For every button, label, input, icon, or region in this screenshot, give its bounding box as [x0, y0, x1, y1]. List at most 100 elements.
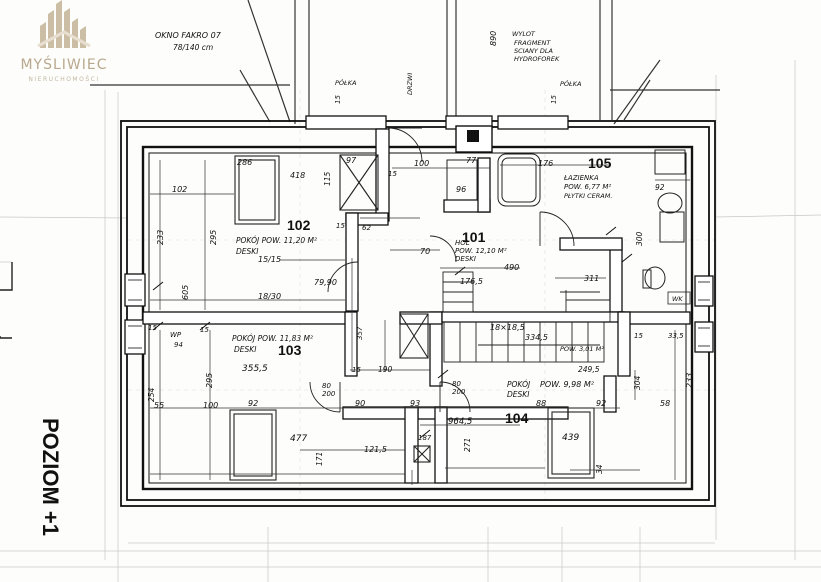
dim-label: 15 — [148, 324, 157, 332]
dim-label: 102 — [172, 185, 187, 194]
dim-label: 171 — [315, 452, 324, 466]
dim-label: 15 — [200, 326, 209, 334]
room-105-floor: PŁYTKI CERAM. — [564, 192, 612, 200]
dim-15-top-b: 15 — [550, 95, 558, 104]
room-103-area: POKÓJ POW. 11,83 M² — [232, 334, 313, 343]
pulka-right: PÓŁKA — [560, 79, 581, 88]
dim-label: 79,90 — [314, 278, 337, 287]
logo-building-icon — [37, 0, 91, 48]
room-105-number: 105 — [588, 155, 612, 171]
dim-label: 18/30 — [258, 292, 281, 301]
dim-label: 100 — [203, 401, 218, 410]
dim-label: 200 — [452, 388, 466, 396]
dim-label: 97 — [346, 156, 357, 165]
interior-walls — [142, 115, 691, 484]
dim-15-top-a: 15 — [334, 95, 342, 104]
chimney-note-4: HYDROFOREK — [514, 55, 560, 63]
room-104-number: 104 — [505, 410, 529, 426]
chimney-note-1: WYLOT — [512, 30, 536, 38]
stairs-step-size: 18×18,5 — [490, 323, 525, 332]
logo-brand-text: MYŚLIWIEC — [20, 57, 108, 73]
dim-label: 964,5 — [448, 417, 472, 427]
dim-label: 55 — [154, 401, 164, 410]
company-logo: MYŚLIWIEC NIERUCHOMOŚCI — [0, 0, 130, 100]
dim-label: 254 — [147, 387, 156, 402]
dim-label: 70 — [420, 247, 430, 256]
room-103-number: 103 — [278, 342, 302, 358]
dim-label: 311 — [584, 274, 599, 283]
dim-label: 92 — [655, 183, 665, 192]
dim-label: 418 — [290, 171, 305, 180]
window-note-line2: 78/140 cm — [173, 43, 213, 52]
dimension-labels: 286 418 102 115 233 295 605 15/15 18/30 … — [147, 156, 694, 474]
dim-label: 439 — [562, 433, 579, 443]
dim-label: 15 — [634, 332, 643, 340]
bathroom-fixtures — [446, 149, 686, 290]
dim-label: 92 — [596, 399, 606, 408]
dim-label: 34 — [595, 464, 604, 474]
room-101-number: 101 — [462, 229, 486, 245]
dim-label: 334,5 — [525, 333, 548, 342]
side-window-recesses — [124, 273, 714, 355]
chimney-note-2: FRAGMENT — [514, 39, 551, 47]
dim-label: 80 — [452, 380, 461, 388]
dim-label: 286 — [237, 158, 252, 167]
dim-label: 249,5 — [578, 365, 600, 374]
dim-label: 33,5 — [668, 332, 684, 340]
dim-label: 300 — [635, 231, 644, 246]
room-103-floor: DESKI — [234, 345, 257, 354]
dim-label: 77 — [466, 156, 477, 165]
room-104-area: POW. 9,98 M² — [540, 380, 595, 389]
room-101-name: HOL — [455, 239, 470, 247]
exterior-bracket-left — [0, 262, 13, 339]
staircase — [442, 271, 611, 363]
dim-label: 121,5 — [364, 445, 387, 454]
stairs-area: POW. 3,01 M² — [560, 345, 604, 353]
dim-label: 355,5 — [242, 364, 268, 374]
dim-label: 94 — [174, 341, 183, 349]
chimney-note-3: SCIANY DLA — [514, 47, 553, 55]
dim-label: 357 — [356, 326, 364, 340]
dim-label: 605 — [181, 285, 190, 300]
dim-label: 233 — [685, 373, 694, 388]
room-102-area: POKÓJ POW. 11,20 M² — [236, 236, 317, 245]
dim-label: 304 — [633, 375, 642, 390]
pulka-left: PÓŁKA — [335, 78, 356, 87]
dim-label: 100 — [414, 159, 429, 168]
logo-subtitle-text: NIERUCHOMOŚCI — [28, 76, 100, 83]
room-101-area: POW. 12,10 M² — [455, 247, 507, 255]
room-101-floor: DESKI — [455, 255, 476, 263]
roof-outline — [90, 0, 720, 125]
door-swings — [309, 127, 575, 413]
level-label-text: POZIOM +1 — [38, 418, 63, 536]
window-note-line1: OKNO FAKRO 07 — [155, 31, 222, 40]
dim-label: 58 — [660, 399, 670, 408]
dim-label: 15/15 — [258, 255, 281, 264]
wk-tag: WK — [672, 295, 683, 303]
room-105-area: POW. 6,77 M² — [564, 183, 611, 191]
dim-label: 15 — [388, 170, 397, 178]
dim-label: 295 — [209, 230, 218, 245]
dim-label: 90 — [355, 399, 365, 408]
dim-label: 15 — [352, 366, 361, 374]
dim-890: 890 — [489, 31, 498, 46]
window-recess-ticks — [128, 279, 710, 349]
room-102-number: 102 — [287, 217, 311, 233]
wk-box — [667, 291, 691, 305]
room-104-floor: DESKI — [507, 390, 530, 399]
dim-label: 176,5 — [460, 277, 483, 286]
tick-marks — [152, 226, 633, 439]
dim-label: 80 — [322, 382, 331, 390]
dim-label: 271 — [463, 438, 472, 452]
dim-label: 200 — [322, 390, 336, 398]
dim-label: 176 — [538, 159, 553, 168]
dim-label: 190 — [378, 365, 393, 374]
dim-label: 115 — [323, 171, 332, 186]
background-grid — [0, 60, 821, 582]
dim-label: 477 — [290, 434, 307, 444]
dimension-lines — [150, 160, 690, 485]
dim-label: 96 — [456, 185, 466, 194]
dim-label: 93 — [410, 399, 420, 408]
wp-tag: WP — [170, 331, 182, 339]
dim-label: 62 — [362, 224, 371, 232]
